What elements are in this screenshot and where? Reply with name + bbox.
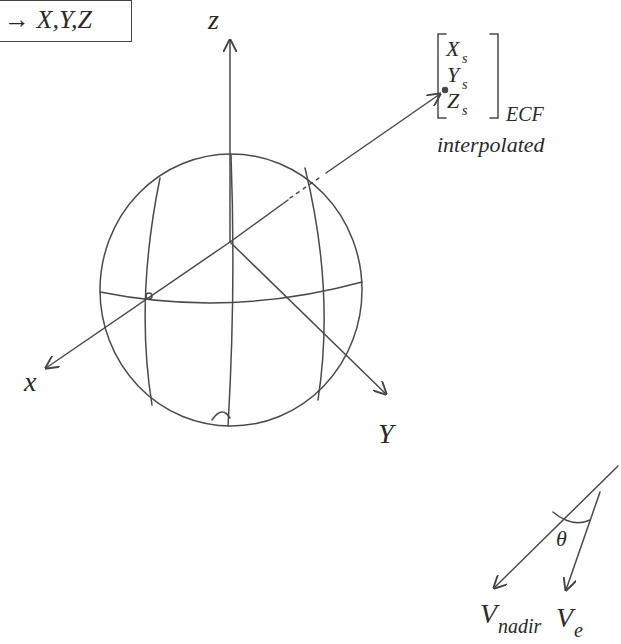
subscript: s [462, 78, 467, 92]
note-box: → X,Y,Z [0, 0, 132, 42]
note-label: interpolated [437, 134, 545, 156]
axis-label: Y [378, 420, 394, 448]
subscript: s [462, 52, 467, 66]
vector-label: V [556, 604, 573, 632]
globe-outline [100, 154, 362, 426]
x-axis [46, 242, 230, 368]
subscript: nadir [498, 616, 541, 636]
matrix-bracket [438, 34, 446, 118]
angle-arc [553, 512, 590, 523]
pole-mark [212, 412, 230, 420]
vector-label: V [480, 600, 497, 628]
satellite-vector [326, 94, 440, 173]
matrix-bracket [490, 34, 498, 118]
e-vector [566, 492, 600, 590]
matrix-entry: X [446, 38, 459, 60]
note-text: → X,Y,Z [0, 1, 131, 39]
angle-label: θ [556, 528, 567, 550]
satellite-vector-hidden [290, 176, 322, 198]
nadir-vector [494, 466, 618, 588]
matrix-entry: Z [447, 90, 459, 112]
satellite-point [443, 88, 448, 93]
meridian [305, 168, 324, 400]
z-axis [229, 40, 231, 242]
frame-label: ECF [506, 104, 544, 124]
subscript: s [462, 104, 467, 118]
subscript: e [574, 620, 583, 640]
matrix-entry: Y [447, 64, 459, 86]
axis-label: x [24, 368, 36, 396]
y-axis [230, 242, 386, 394]
satellite-vector [230, 200, 288, 242]
axis-label: z [208, 6, 219, 34]
